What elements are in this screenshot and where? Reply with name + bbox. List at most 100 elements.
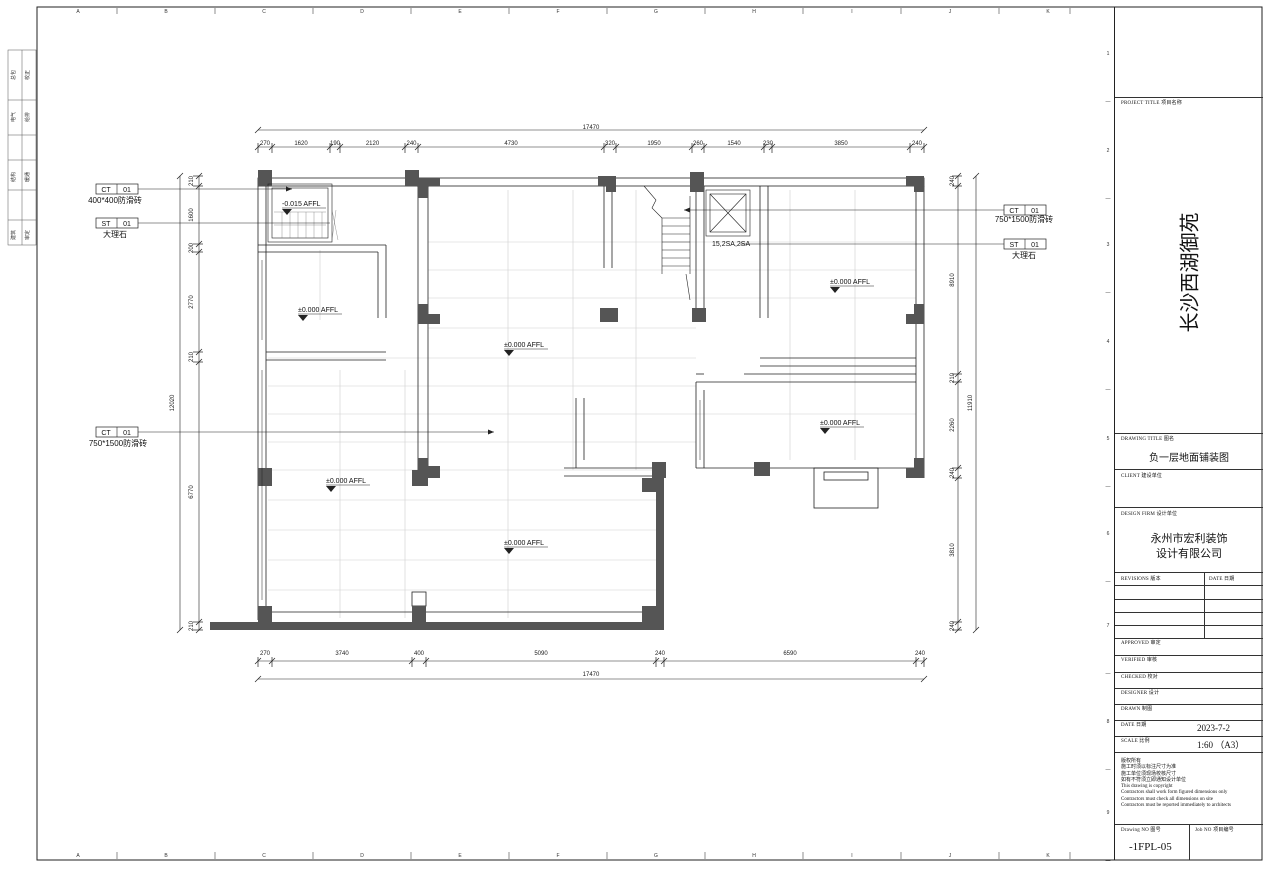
drawing-title: 负一层地面铺装图 <box>1149 453 1229 464</box>
note-line: 施工时须以标注尺寸为准 <box>1121 765 1177 771</box>
dimension-label: 230 <box>763 141 774 147</box>
scale-value: 1:60 （A3） <box>1197 740 1245 750</box>
note-line: 如有不符须立即通知设计单位 <box>1121 777 1187 783</box>
grid-col-label: K <box>1046 9 1050 15</box>
level-label: ±0.000 AFFL <box>504 342 544 349</box>
dimension-label: 210 <box>189 175 195 186</box>
strip-label: 给排 <box>24 112 31 122</box>
material-tag-number: 01 <box>123 187 131 194</box>
grid-row-tick: — <box>1106 290 1111 296</box>
drawing-number: -1FPL-05 <box>1129 841 1172 853</box>
dimension-label: 3850 <box>834 141 848 147</box>
grid-col-label: E <box>458 9 462 15</box>
grid-col-label: C <box>262 853 266 859</box>
dimension-label: 240 <box>912 141 923 147</box>
dimension-label: 200 <box>189 242 195 253</box>
dimension-label: 2120 <box>366 141 380 147</box>
exterior-wall <box>210 478 664 630</box>
grid-col-label: E <box>458 853 462 859</box>
dimension-label: 6590 <box>783 651 797 657</box>
note-line: Contractors must check all dimensions on… <box>1121 796 1213 802</box>
grid-row-label: 1 <box>1107 51 1110 57</box>
elevator-label: 15,2SA,2SA <box>712 241 750 248</box>
dimension-label: 6770 <box>189 485 195 499</box>
tile-grid <box>268 190 916 618</box>
grid-col-label: B <box>164 9 168 15</box>
dimension-label: 270 <box>260 651 271 657</box>
level-marker-icon <box>282 209 292 215</box>
grid-row-label: 9 <box>1107 810 1110 816</box>
grid-col-label: J <box>949 9 952 15</box>
drawing-title-label: DRAWING TITLE 图名 <box>1121 437 1175 442</box>
dimension-total-label: 11910 <box>968 394 974 411</box>
grid-col-label: K <box>1046 853 1050 859</box>
dimension-total-label: 17470 <box>583 672 600 678</box>
scale-label: SCALE 比例 <box>1121 739 1150 744</box>
grid-row-tick: — <box>1106 767 1111 773</box>
level-label: ±0.000 AFFL <box>820 420 860 427</box>
grid-col-label: H <box>752 9 756 15</box>
dimension-label: 1620 <box>294 141 308 147</box>
dimension-label: 5090 <box>534 651 548 657</box>
note-line: 施工单位须现场校核尺寸 <box>1121 771 1177 777</box>
dimension-label: 190 <box>330 141 341 147</box>
grid-col-label: D <box>360 853 364 859</box>
grid-row-label: 8 <box>1107 719 1110 725</box>
material-tag-desc: 750*1500防滑砖 <box>89 438 147 448</box>
verified-label: VERIFIED 审核 <box>1121 658 1158 663</box>
dimension-label: 210 <box>950 372 956 383</box>
grid-col-label: G <box>654 853 658 859</box>
date-label: DATE 日期 <box>1121 723 1147 728</box>
drawing-no-label: Drawing NO 图号 <box>1121 828 1161 833</box>
grid-row-label: 5 <box>1107 436 1110 442</box>
revisions-label: REVISIONS 版本 <box>1121 577 1161 582</box>
material-tag-number: 01 <box>123 430 131 437</box>
grid-row-label: 3 <box>1107 242 1110 248</box>
level-marker-icon <box>298 315 308 321</box>
level-label: ±0.000 AFFL <box>830 279 870 286</box>
strip-label: 结构 <box>10 172 17 182</box>
design-firm-label: DESIGN FIRM 设计单位 <box>1121 512 1178 517</box>
material-tag-desc: 750*1500防滑砖 <box>995 214 1053 224</box>
material-tag-number: 01 <box>1031 208 1039 215</box>
strip-label: 校正 <box>24 70 31 80</box>
dimension-label: 2260 <box>950 418 956 432</box>
note-line: Contractors shall work form figured dime… <box>1121 790 1228 796</box>
project-title-box: 长沙西湖御苑 <box>1173 197 1203 347</box>
dimension-label: 270 <box>260 141 271 147</box>
dimension-label: 260 <box>693 141 704 147</box>
level-label: ±0.000 AFFL <box>504 540 544 547</box>
grid-col-label: H <box>752 853 756 859</box>
material-tag-code: CT <box>101 187 111 194</box>
grid-row-label: 7 <box>1107 623 1110 629</box>
client-label: CLIENT 建设单位 <box>1121 474 1163 479</box>
bathroom-room <box>267 183 333 243</box>
dimension-label: 8910 <box>950 273 956 287</box>
material-tag-code: CT <box>101 430 111 437</box>
dimension-label: 400 <box>414 651 425 657</box>
material-tag-number: 01 <box>123 221 131 228</box>
grid-row-label: 2 <box>1107 148 1110 154</box>
level-marker-icon <box>504 350 514 356</box>
bathroom-hatch <box>274 209 339 241</box>
level-label: -0.015 AFFL <box>282 201 321 208</box>
note-line: Contractors must be reported immediately… <box>1121 803 1231 809</box>
strip-label: 总包 <box>10 70 17 80</box>
grid-col-label: F <box>556 9 559 15</box>
dimension-label: 1600 <box>189 208 195 222</box>
title-block: PROJECT TITLE 项目名称 长沙西湖御苑 DRAWING TITLE … <box>1114 7 1263 860</box>
dimension-label: 4730 <box>504 141 518 147</box>
level-marker-icon <box>504 548 514 554</box>
note-line: This drawing is copyright <box>1121 784 1173 790</box>
dimension-label: 3810 <box>950 543 956 557</box>
strip-label: 建筑 <box>10 230 17 240</box>
copyright-notes: 版权所有 施工时须以标注尺寸为准 施工单位须现场校核尺寸 如有不符须立即通知设计… <box>1121 759 1231 809</box>
dimension-label: 240 <box>950 175 956 186</box>
design-firm-line1: 永州市宏利装饰 <box>1150 533 1228 545</box>
strip-label: 电气 <box>10 112 17 122</box>
checked-label: CHECKED 校对 <box>1121 675 1158 680</box>
level-label: ±0.000 AFFL <box>326 478 366 485</box>
grid-col-label: G <box>654 9 658 15</box>
drawn-label: DRAWN 制图 <box>1121 707 1153 712</box>
